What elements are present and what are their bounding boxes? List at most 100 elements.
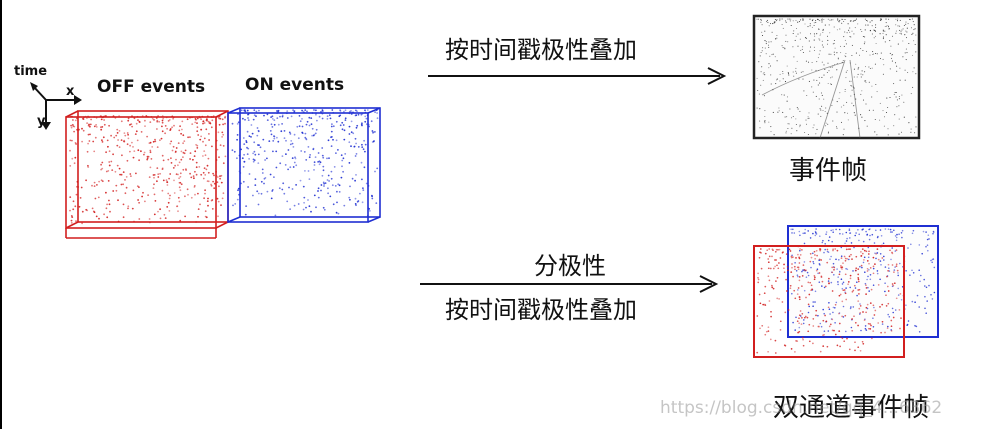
on-channel-point	[817, 314, 819, 317]
frame-event-point	[903, 116, 905, 118]
off-event-point	[169, 173, 172, 175]
on-event-point	[289, 133, 292, 135]
off-event-point	[97, 196, 100, 199]
on-event-point	[292, 109, 294, 111]
frame-event-point	[811, 69, 813, 71]
off-event-point	[161, 121, 164, 124]
on-channel-point	[864, 318, 866, 321]
frame-event-point	[903, 101, 905, 103]
off-event-point	[134, 133, 137, 136]
frame-event-point	[862, 74, 864, 76]
on-channel-point	[850, 326, 853, 329]
frame-event-point	[884, 30, 886, 32]
off-event-point	[82, 129, 85, 132]
off-event-point	[184, 215, 187, 218]
off-event-point	[161, 119, 164, 122]
frame-event-point	[849, 36, 851, 38]
on-event-point	[307, 146, 310, 148]
on-event-point	[365, 117, 368, 120]
frame-event-point	[821, 20, 823, 22]
frame-event-point	[833, 26, 835, 28]
on-event-point	[247, 117, 249, 119]
off-channel-point	[809, 260, 812, 263]
off-channel-point	[891, 283, 894, 285]
off-channel-point	[822, 334, 824, 337]
off-channel-point	[855, 255, 858, 258]
off-channel-point	[778, 262, 780, 264]
off-channel-point	[801, 275, 804, 277]
off-event-point	[222, 145, 225, 147]
on-channel-point	[818, 281, 821, 284]
frame-event-point	[832, 43, 834, 45]
on-event-point	[350, 113, 353, 115]
off-event-point	[90, 118, 92, 121]
on-channel-point	[873, 242, 876, 244]
on-event-point	[301, 110, 304, 112]
on-channel-point	[830, 281, 833, 284]
off-event-point	[141, 115, 144, 117]
on-channel-point	[795, 270, 798, 272]
on-event-point	[317, 187, 320, 190]
off-event-point	[182, 142, 185, 145]
frame-event-point	[816, 61, 818, 63]
off-channel-point	[857, 324, 859, 327]
off-event-point	[183, 140, 186, 143]
frame-event-point	[821, 18, 823, 20]
off-event-point	[70, 222, 73, 224]
frame-event-point	[821, 105, 823, 107]
frame-event-point	[800, 71, 802, 73]
frame-event-point	[909, 18, 911, 20]
off-event-point	[148, 176, 151, 179]
off-event-point	[222, 123, 225, 126]
frame-event-point	[777, 111, 779, 113]
off-event-point	[173, 124, 175, 127]
off-channel-point	[815, 309, 818, 312]
on-event-point	[337, 212, 340, 215]
on-channel-point	[931, 261, 933, 264]
off-event-point	[178, 186, 181, 189]
on-event-point	[269, 130, 272, 132]
frame-event-point	[813, 46, 815, 48]
off-event-point	[95, 116, 98, 119]
off-channel-point	[820, 259, 822, 261]
frame-event-point	[837, 58, 839, 60]
frame-event-point	[822, 28, 824, 30]
on-event-point	[336, 201, 338, 204]
off-event-point	[94, 197, 97, 200]
off-event-point	[141, 195, 144, 198]
on-event-point	[326, 118, 329, 120]
off-channel-point	[767, 326, 770, 329]
off-event-point	[221, 131, 224, 134]
off-event-point	[144, 200, 146, 203]
frame-event-point	[793, 30, 795, 32]
off-event-point	[76, 117, 78, 120]
on-channel-point	[926, 238, 929, 241]
frame-event-point	[788, 123, 790, 125]
on-event-point	[335, 211, 338, 214]
frame-event-point	[774, 21, 777, 23]
frame-event-point	[915, 73, 917, 75]
off-event-point	[218, 185, 220, 188]
on-channel-point	[933, 266, 936, 269]
frame-event-point	[836, 52, 838, 54]
off-channel-point	[869, 328, 872, 330]
frame-event-point	[778, 107, 780, 109]
on-channel-point	[796, 274, 799, 277]
on-event-point	[232, 204, 234, 207]
on-event-point	[348, 133, 351, 135]
on-event-point	[270, 197, 273, 200]
off-event-point	[203, 167, 206, 170]
off-event-point	[199, 138, 202, 141]
on-channel-point	[876, 236, 879, 239]
frame-event-point	[871, 96, 873, 98]
on-channel-point	[922, 230, 925, 233]
frame-event-point	[889, 96, 891, 99]
frame-event-point	[795, 19, 797, 21]
on-event-point	[320, 111, 322, 113]
frame-event-point	[781, 18, 783, 20]
off-channel-point	[891, 264, 894, 266]
frame-event-point	[761, 24, 763, 26]
on-channel-point	[807, 230, 809, 232]
off-channel-point	[860, 264, 863, 267]
frame-event-point	[818, 76, 820, 78]
